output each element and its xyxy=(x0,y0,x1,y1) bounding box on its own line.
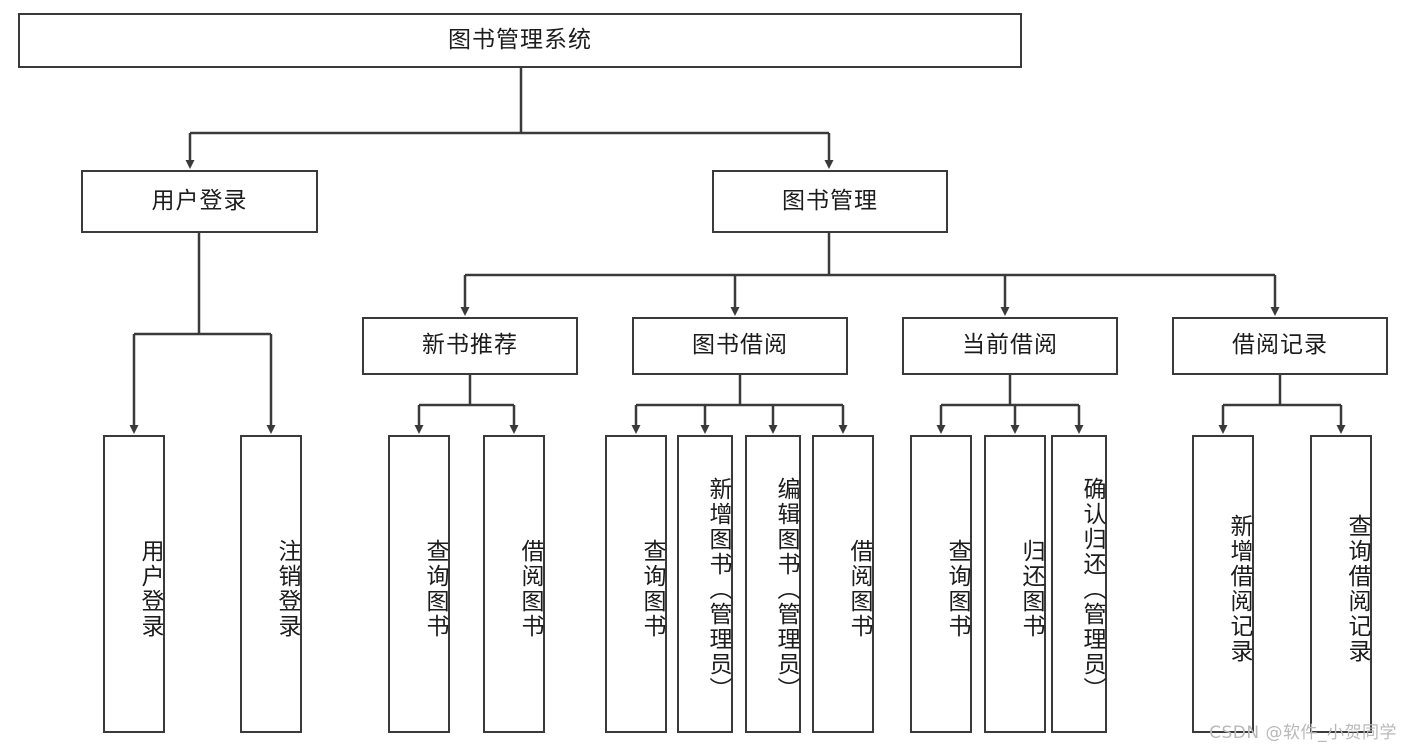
node-label: 查询图书 xyxy=(422,539,448,639)
leaf-return-book[interactable]: 归还图书 xyxy=(984,435,1046,733)
leaf-query-borrow-record[interactable]: 查询借阅记录 xyxy=(1310,435,1372,733)
leaf-query-book-current[interactable]: 查询图书 xyxy=(910,435,972,733)
leaf-borrow-book-recommend[interactable]: 借阅图书 xyxy=(483,435,545,733)
node-label: 图书管理 xyxy=(782,187,878,214)
user-login[interactable]: 用户登录 xyxy=(81,170,318,233)
node-label: 借阅图书 xyxy=(517,539,543,639)
new-book-recommend[interactable]: 新书推荐 xyxy=(362,317,578,375)
node-label: 借阅图书 xyxy=(846,539,872,639)
node-label: 图书借阅 xyxy=(692,332,788,359)
leaf-borrow-book[interactable]: 借阅图书 xyxy=(812,435,874,733)
leaf-edit-book[interactable]: 编辑图书（管理员） xyxy=(745,435,801,733)
node-label: 用户登录 xyxy=(137,539,163,639)
node-label: 查询图书 xyxy=(639,539,665,639)
node-label: 查询图书 xyxy=(944,539,970,639)
leaf-add-borrow-record[interactable]: 新增借阅记录 xyxy=(1192,435,1254,733)
node-label: 归还图书 xyxy=(1018,539,1044,639)
leaf-user-login[interactable]: 用户登录 xyxy=(103,435,165,733)
node-label: 编辑图书（管理员） xyxy=(773,476,799,702)
node-label: 新书推荐 xyxy=(422,332,518,359)
borrow-record[interactable]: 借阅记录 xyxy=(1172,317,1388,375)
node-label: 借阅记录 xyxy=(1232,332,1328,359)
node-label: 新增借阅记录 xyxy=(1226,514,1252,664)
leaf-query-book-borrow[interactable]: 查询图书 xyxy=(605,435,667,733)
leaf-user-logout[interactable]: 注销登录 xyxy=(240,435,302,733)
leaf-add-book[interactable]: 新增图书（管理员） xyxy=(677,435,733,733)
root-node[interactable]: 图书管理系统 xyxy=(18,13,1022,68)
book-manage[interactable]: 图书管理 xyxy=(712,170,948,233)
node-label: 当前借阅 xyxy=(962,332,1058,359)
node-label: 用户登录 xyxy=(151,187,248,214)
leaf-confirm-return[interactable]: 确认归还（管理员） xyxy=(1051,435,1107,733)
book-borrow[interactable]: 图书借阅 xyxy=(632,317,848,375)
node-label: 确认归还（管理员） xyxy=(1079,476,1105,702)
watermark-text: CSDN @软件_小贺同学 xyxy=(1209,723,1397,743)
node-label: 新增图书（管理员） xyxy=(705,476,731,702)
node-label: 图书管理系统 xyxy=(448,26,592,53)
leaf-query-book-recommend[interactable]: 查询图书 xyxy=(388,435,450,733)
current-borrow[interactable]: 当前借阅 xyxy=(902,317,1118,375)
node-label: 查询借阅记录 xyxy=(1344,514,1370,664)
node-label: 注销登录 xyxy=(274,539,300,639)
